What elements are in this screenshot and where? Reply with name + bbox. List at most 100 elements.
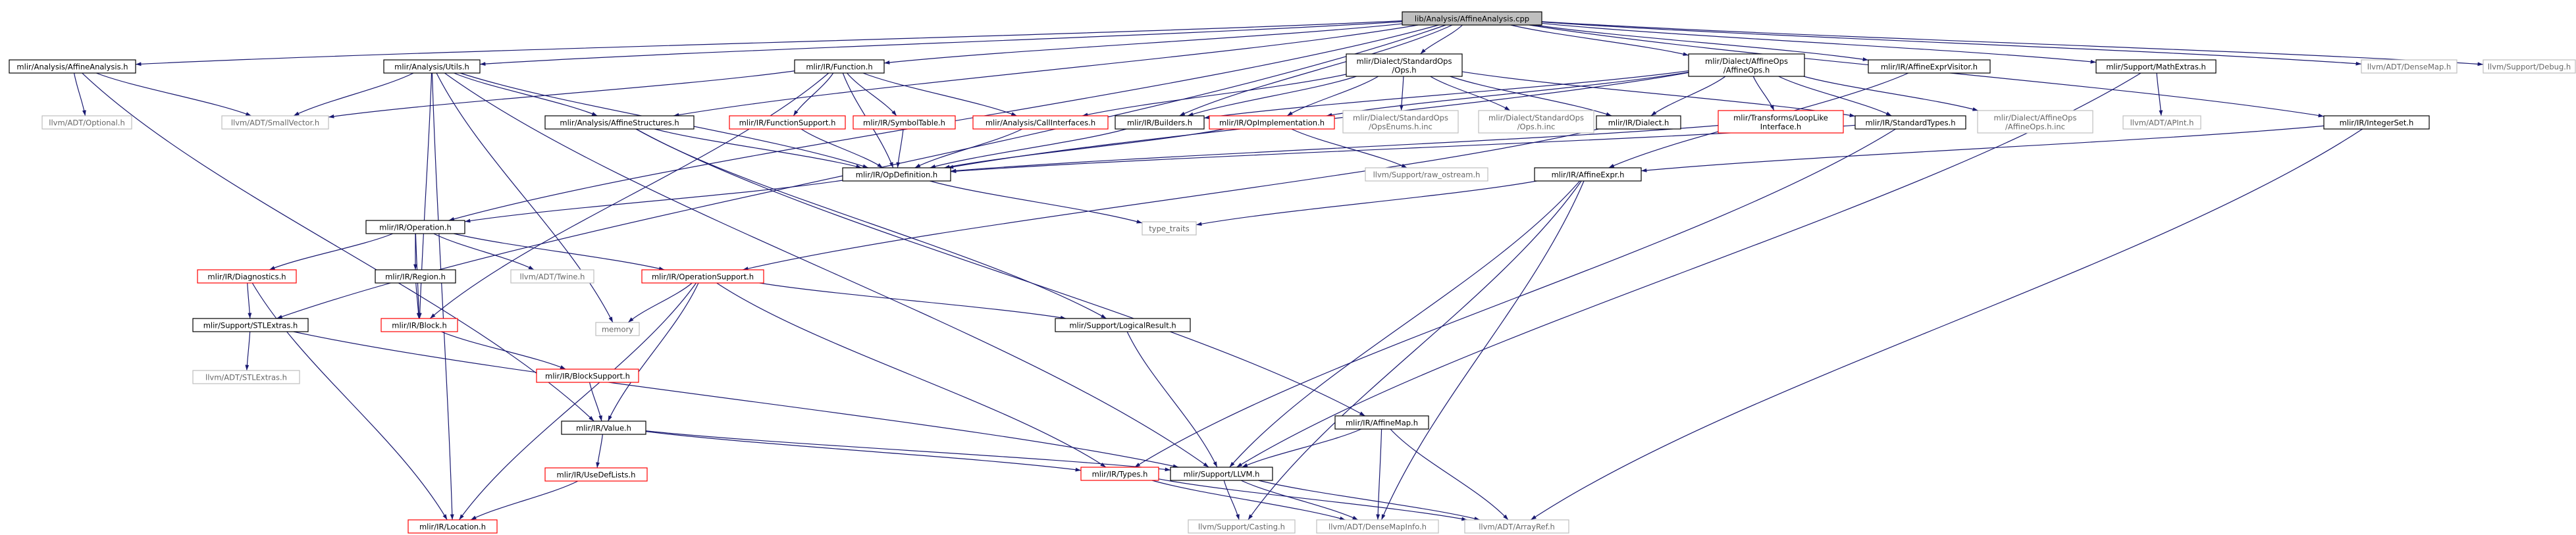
edge-affinemap_h-to-densemapinfo_h	[1376, 428, 1382, 521]
node-operation-h[interactable]: mlir/IR/Operation.h	[365, 220, 465, 234]
node-box	[1170, 467, 1273, 481]
node-supportllvm-h[interactable]: mlir/Support/LLVM.h	[1170, 467, 1273, 481]
edge-root-to-debug_h	[1541, 21, 2484, 66]
edge-stlextras_h-to-supportllvm_h	[293, 331, 1179, 469]
node-label: mlir/Analysis/AffineStructures.h	[560, 118, 679, 128]
node-label: /AffineOps.h	[1723, 65, 1770, 74]
node-stdops-inc: mlir/Dialect/StandardOps/Ops.h.inc	[1478, 110, 1594, 134]
node-root[interactable]: lib/Analysis/AffineAnalysis.cpp	[1402, 11, 1542, 26]
edge-opsupport_h-to-memory_h	[627, 282, 693, 323]
node-label: llvm/ADT/ArrayRef.h	[1479, 522, 1555, 532]
node-blocksupport-h[interactable]: mlir/IR/BlockSupport.h	[536, 369, 639, 383]
node-box	[407, 519, 498, 534]
node-label: mlir/Analysis/AffineAnalysis.h	[16, 63, 128, 72]
node-stdops-h[interactable]: mlir/Dialect/StandardOps/Ops.h	[1346, 53, 1463, 77]
node-label: mlir/IR/OpDefinition.h	[856, 170, 937, 180]
node-box	[641, 269, 764, 284]
node-aa-h[interactable]: mlir/Analysis/AffineAnalysis.h	[9, 59, 136, 74]
node-box	[192, 370, 300, 384]
node-box	[1977, 110, 2093, 134]
node-dialect-h[interactable]: mlir/IR/Dialect.h	[1596, 115, 1681, 130]
node-label: mlir/Dialect/StandardOps	[1488, 113, 1584, 122]
node-diagnostics-h[interactable]: mlir/IR/Diagnostics.h	[197, 269, 297, 284]
node-usedef-h[interactable]: mlir/IR/UseDefLists.h	[544, 467, 648, 482]
node-typetraits-h: type_traits	[1142, 221, 1197, 236]
edge-opimpl_h-to-rawostream_h	[1291, 128, 1407, 168]
edge-root-to-densemap_h	[1541, 21, 2362, 66]
edge-aa_h-to-optional_h	[73, 72, 86, 116]
node-llvmstl-h: llvm/ADT/STLExtras.h	[192, 370, 300, 384]
edge-utils_h-to-location_h	[431, 72, 454, 521]
node-symtab-h[interactable]: mlir/IR/SymbolTable.h	[853, 115, 956, 130]
edge-affinemap_h-to-arrayref_h	[1390, 428, 1509, 521]
edge-root-to-astructs_h	[673, 24, 1419, 117]
node-label: memory	[602, 325, 633, 334]
node-rawostream-h: llvm/Support/raw_ostream.h	[1365, 167, 1488, 182]
node-aev-h[interactable]: mlir/IR/AffineExprVisitor.h	[1868, 59, 1991, 74]
node-label: type_traits	[1149, 224, 1189, 234]
edge-opsupport_h-to-types_h	[716, 282, 1107, 468]
node-logicalresult-h[interactable]: mlir/Support/LogicalResult.h	[1055, 318, 1191, 332]
edge-opsupport_h-to-logicalresult_h	[759, 282, 1066, 320]
node-types-h[interactable]: mlir/IR/Types.h	[1080, 467, 1159, 481]
edge-affinemap_h-to-supportllvm_h	[1242, 428, 1362, 468]
node-affineexpr-h[interactable]: mlir/IR/AffineExpr.h	[1534, 167, 1642, 182]
edge-stdops_h-to-callif_h	[1082, 74, 1347, 117]
node-mathextras-h[interactable]: mlir/Support/MathExtras.h	[2095, 59, 2217, 74]
node-label: mlir/IR/IntegerSet.h	[2340, 118, 2414, 128]
edge-opsupport_h-to-value_h	[607, 282, 699, 422]
node-opsupport-h[interactable]: mlir/IR/OperationSupport.h	[641, 269, 764, 284]
node-label: mlir/IR/Dialect.h	[1608, 118, 1669, 128]
edge-opsupport_h-to-location_h	[459, 282, 697, 521]
node-location-h[interactable]: mlir/IR/Location.h	[407, 519, 498, 534]
node-affineops-h[interactable]: mlir/Dialect/AffineOps/AffineOps.h	[1688, 53, 1805, 77]
node-region-h[interactable]: mlir/IR/Region.h	[375, 269, 456, 284]
edge-affineexpr_h-to-typetraits_h	[1196, 180, 1537, 226]
node-stdtypes-h[interactable]: mlir/IR/StandardTypes.h	[1854, 115, 1966, 130]
node-label: mlir/Support/STLExtras.h	[203, 321, 298, 330]
node-label: mlir/IR/Function.h	[806, 63, 872, 72]
edge-utils_h-to-smallvec_h	[293, 72, 414, 116]
node-affinemap-h[interactable]: mlir/IR/AffineMap.h	[1334, 415, 1429, 430]
node-opdef-h[interactable]: mlir/IR/OpDefinition.h	[842, 167, 951, 182]
node-arrayref-h: llvm/ADT/ArrayRef.h	[1464, 519, 1569, 534]
edge-supportllvm_h-to-densemapinfo_h	[1240, 480, 1359, 521]
node-callif-h[interactable]: mlir/Analysis/CallInterfaces.h	[972, 115, 1109, 130]
node-opimpl-h[interactable]: mlir/IR/OpImplementation.h	[1209, 115, 1335, 130]
node-box	[842, 167, 951, 182]
node-box	[1718, 110, 1844, 134]
node-label: llvm/Support/raw_ostream.h	[1373, 170, 1481, 180]
edge-opdef_h-to-typetraits_h	[930, 180, 1143, 224]
node-box	[1115, 115, 1205, 130]
edge-value_h-to-usedef_h	[596, 434, 603, 469]
node-funcsupport-h[interactable]: mlir/IR/FunctionSupport.h	[729, 115, 846, 130]
node-label: llvm/ADT/STLExtras.h	[205, 373, 287, 382]
edge-dialect_h-to-opsupport_h	[743, 128, 1599, 270]
node-label: mlir/IR/FunctionSupport.h	[739, 118, 836, 128]
edge-astructs_h-to-affinemap_h	[636, 128, 1365, 417]
node-function-h[interactable]: mlir/IR/Function.h	[794, 59, 885, 74]
edge-blocksupport_h-to-value_h	[589, 382, 602, 422]
node-label: mlir/Dialect/AffineOps	[1994, 113, 2077, 122]
edge-looplike_h-to-opdef_h	[950, 125, 1719, 173]
edge-supportllvm_h-to-arrayref_h	[1258, 480, 1481, 521]
edge-utils_h-to-block_h	[417, 72, 433, 319]
edge-function_h-to-funcsupport_h	[793, 72, 834, 116]
edge-affineops_h-to-stdtypes_h	[1778, 76, 1892, 116]
node-stlextras-h[interactable]: mlir/Support/STLExtras.h	[192, 318, 309, 332]
node-astructs-h[interactable]: mlir/Analysis/AffineStructures.h	[544, 115, 695, 130]
node-intset-h[interactable]: mlir/IR/IntegerSet.h	[2323, 115, 2430, 130]
node-utils-h[interactable]: mlir/Analysis/Utils.h	[383, 59, 481, 74]
node-value-h[interactable]: mlir/IR/Value.h	[561, 420, 646, 435]
node-label: Interface.h	[1760, 122, 1801, 131]
node-builders-h[interactable]: mlir/IR/Builders.h	[1115, 115, 1205, 130]
node-block-h[interactable]: mlir/IR/Block.h	[381, 318, 458, 332]
node-box	[2483, 59, 2576, 74]
node-box	[1365, 167, 1488, 182]
node-box	[729, 115, 846, 130]
node-label: mlir/Support/MathExtras.h	[2106, 63, 2206, 72]
node-label: mlir/Dialect/StandardOps	[1353, 113, 1448, 122]
edge-diagnostics_h-to-location_h	[251, 282, 448, 521]
node-box	[375, 269, 456, 284]
